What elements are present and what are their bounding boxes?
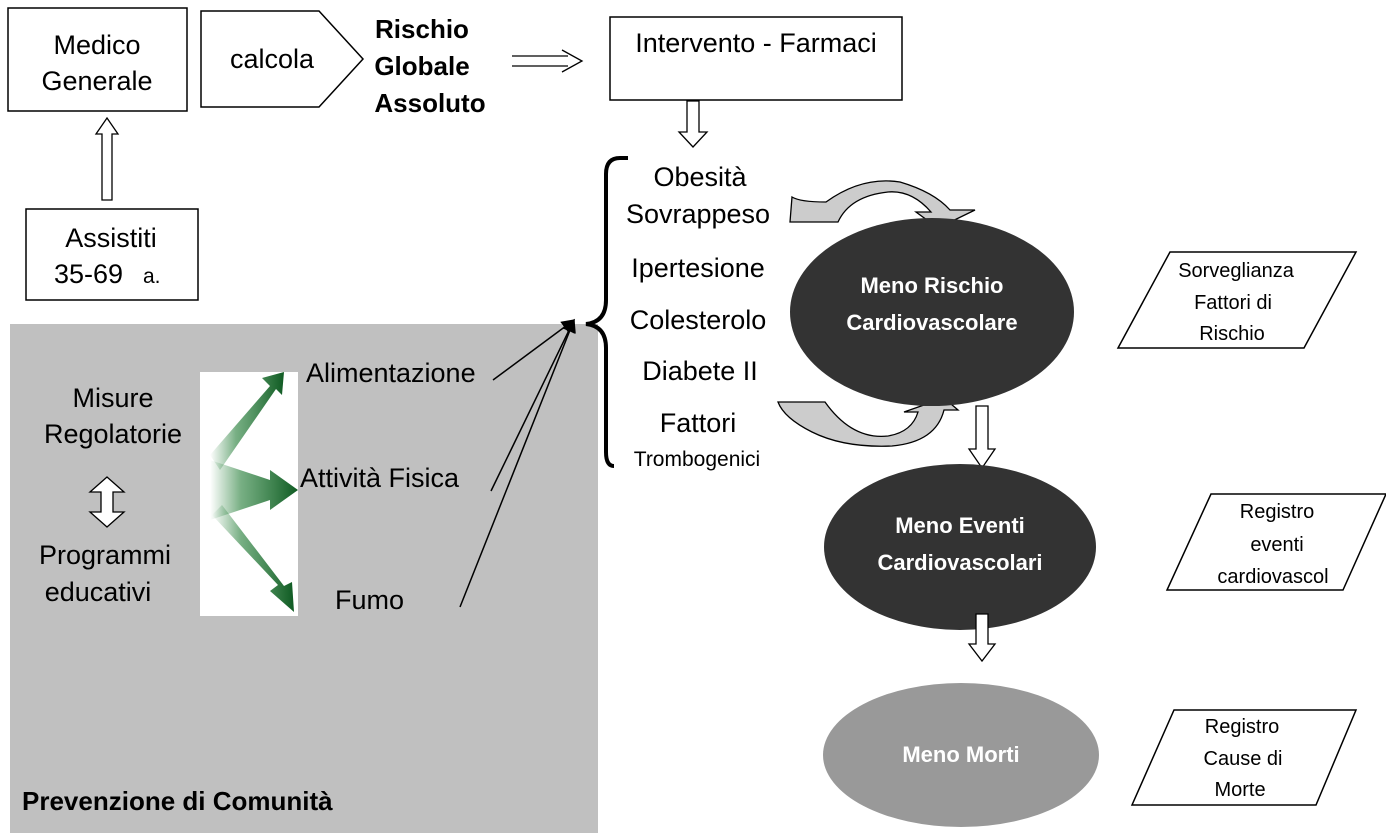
factor-trombogenici: Trombogenici [634, 448, 760, 471]
medico-generale-box: Medico Generale [7, 7, 188, 112]
meno-eventi-line1: Meno Eventi [895, 513, 1025, 538]
programmi-line2: educativi [45, 577, 152, 607]
factor-sovrappeso: Sovrappeso [626, 199, 770, 229]
community-panel [10, 324, 598, 833]
registro-eventi-line2: eventi [1250, 534, 1303, 556]
double-arrow-to-intervento [512, 49, 584, 73]
factor-diabete: Diabete II [642, 356, 758, 386]
factor-ipertensione: Ipertesione [631, 253, 765, 283]
arrow-up-to-medico [94, 116, 120, 201]
rischio-line2: Globale [374, 51, 469, 81]
fumo-label: Fumo [335, 585, 404, 615]
curved-arrow-bottom [777, 397, 960, 447]
risk-factors-brace [585, 156, 628, 468]
medico-label-line2: Generale [41, 66, 152, 96]
sorveglianza-parallelogram: Sorveglianza Fattori di Rischio [1116, 251, 1358, 349]
meno-eventi-oval: Meno Eventi Cardiovascolari [824, 464, 1096, 630]
double-arrow-misure-programmi [88, 476, 126, 528]
registro-morte-line2: Cause di [1204, 748, 1283, 770]
rischio-line1: Rischio [375, 14, 469, 44]
calcola-label: calcola [230, 44, 315, 74]
rischio-line3: Assoluto [374, 88, 485, 118]
meno-rischio-oval: Meno Rischio Cardiovascolare [790, 218, 1074, 406]
intervento-label: Intervento - Farmaci [635, 28, 877, 58]
community-title: Prevenzione di Comunità [22, 786, 333, 816]
green-arrows-icon [210, 372, 298, 612]
medico-label-line1: Medico [53, 30, 140, 60]
meno-morti-label: Meno Morti [902, 742, 1019, 767]
registro-morte-line3: Morte [1214, 779, 1265, 801]
attivita-fisica-label: Attività Fisica [300, 463, 460, 493]
meno-rischio-line2: Cardiovascolare [846, 310, 1017, 335]
registro-eventi-line3: cardiovascol [1217, 566, 1328, 588]
assistiti-line2: 35-69 [54, 259, 123, 289]
rischio-globale-label: Rischio Globale Assoluto [374, 14, 485, 118]
arrow-down-to-morti [967, 613, 997, 663]
meno-eventi-line2: Cardiovascolari [877, 550, 1042, 575]
sorveglianza-line1: Sorveglianza [1178, 260, 1295, 282]
registro-eventi-line1: Registro [1240, 501, 1314, 523]
assistiti-line3: a. [143, 265, 161, 288]
factor-obesita: Obesità [653, 162, 747, 192]
registro-morte-line1: Registro [1205, 716, 1279, 738]
misure-line1: Misure [72, 383, 153, 413]
factor-colesterolo: Colesterolo [630, 305, 767, 335]
alimentazione-label: Alimentazione [306, 358, 476, 388]
programmi-line1: Programmi [39, 540, 171, 570]
arrow-down-from-intervento [677, 100, 709, 148]
meno-morti-oval: Meno Morti [823, 683, 1099, 827]
factor-fattori: Fattori [660, 408, 737, 438]
assistiti-box: Assistiti 35-69 a. [25, 208, 199, 301]
registro-eventi-parallelogram: Registro eventi cardiovascol [1165, 493, 1386, 591]
sorveglianza-line3: Rischio [1199, 323, 1265, 345]
arrow-down-to-eventi [967, 405, 997, 470]
assistiti-line1: Assistiti [65, 223, 157, 253]
misure-line2: Regolatorie [44, 419, 182, 449]
sorveglianza-line2: Fattori di [1194, 292, 1272, 314]
meno-rischio-line1: Meno Rischio [860, 273, 1003, 298]
intervento-farmaci-box: Intervento - Farmaci [609, 16, 903, 101]
registro-morte-parallelogram: Registro Cause di Morte [1130, 709, 1358, 806]
calcola-arrow-box: calcola [200, 10, 365, 108]
arrows-to-risk-factors [459, 318, 576, 608]
